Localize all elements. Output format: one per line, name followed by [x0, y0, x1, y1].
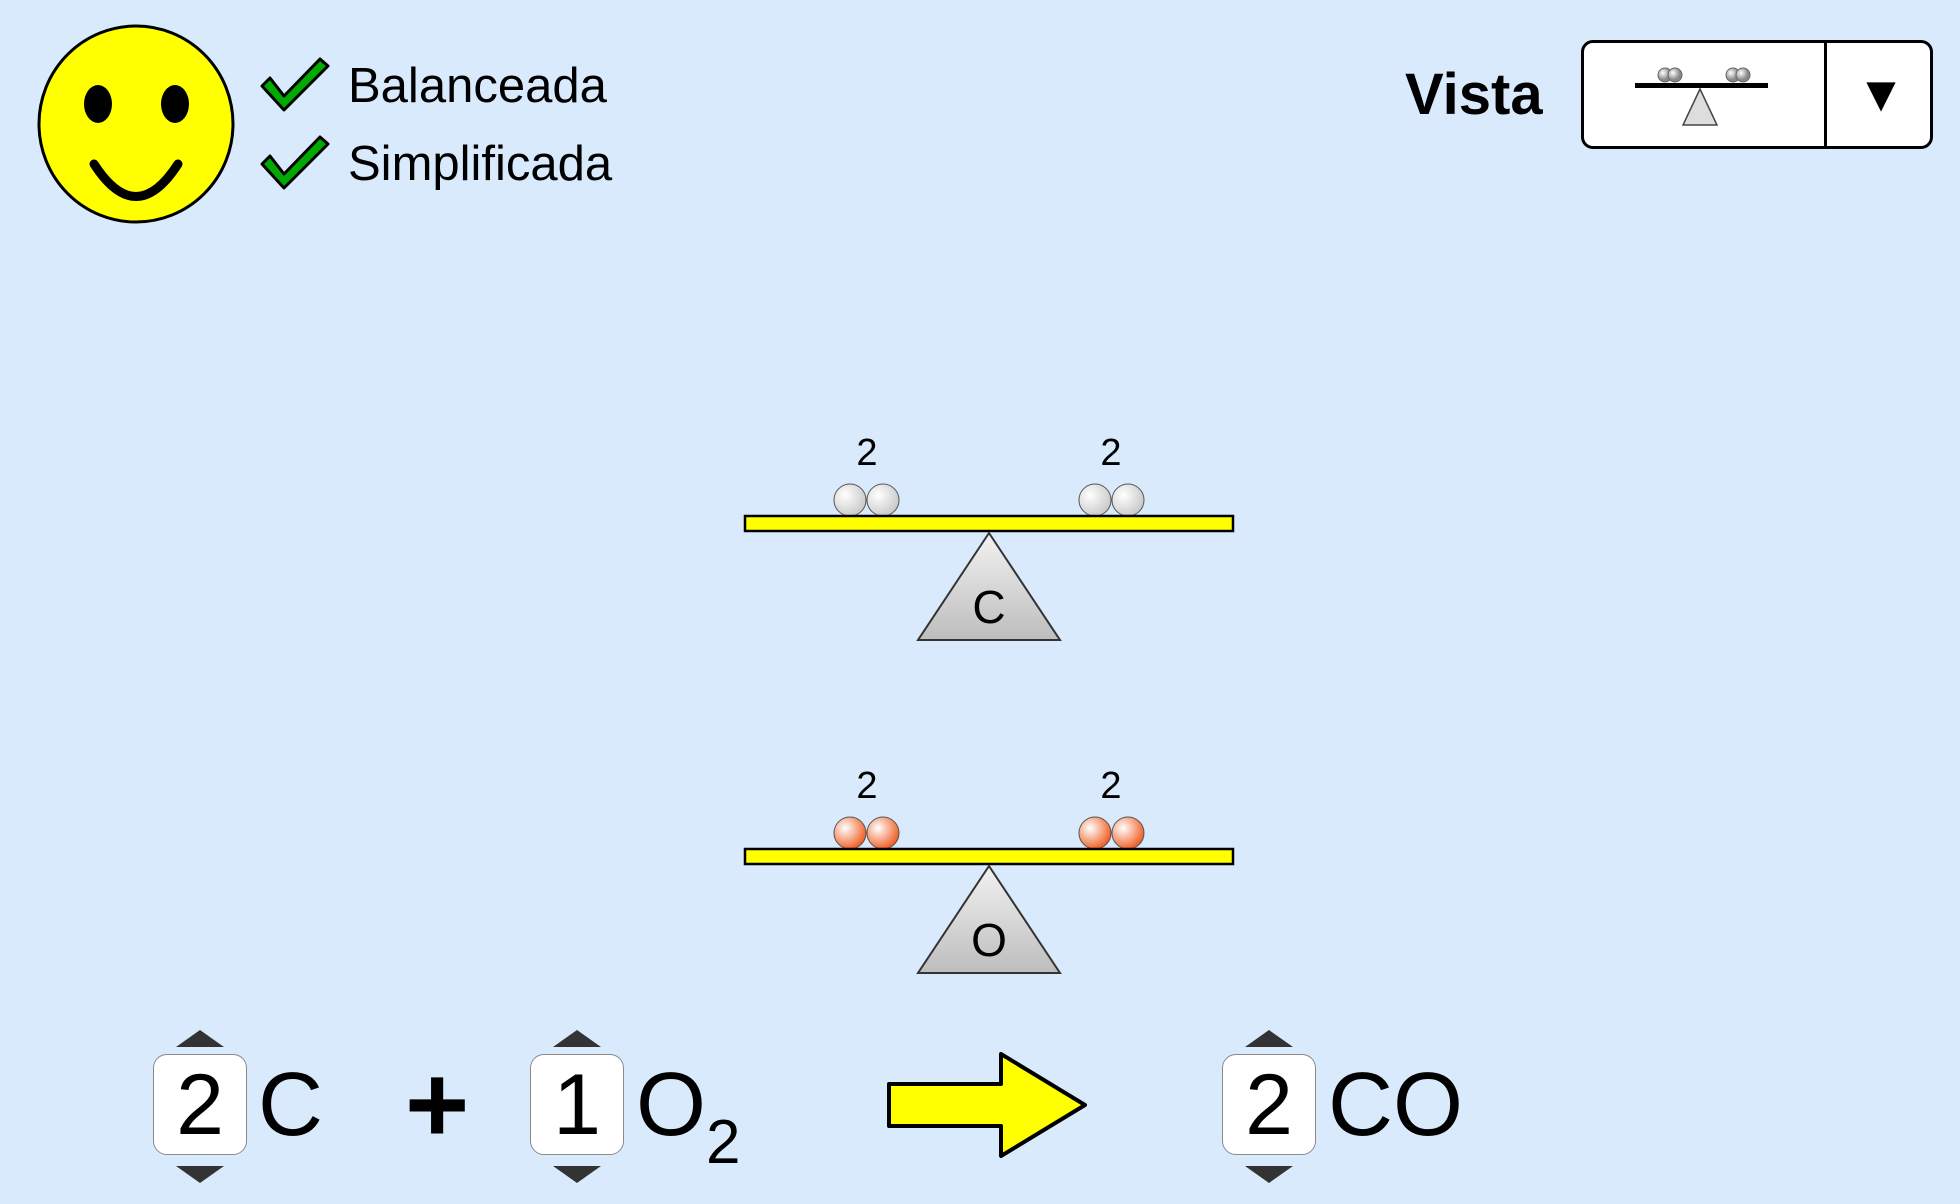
formula-o2: O2	[636, 1055, 741, 1174]
right-count: 2	[1100, 432, 1122, 474]
increase-coefficient-o2[interactable]	[553, 1030, 601, 1047]
coefficient-c-field[interactable]: 2	[153, 1054, 247, 1155]
decrease-coefficient-o2[interactable]	[553, 1166, 601, 1183]
atom-icon	[833, 816, 867, 850]
balance-scale-o: 2 2 O	[740, 763, 1240, 983]
decrease-coefficient-c[interactable]	[176, 1166, 224, 1183]
balance-beam	[743, 847, 1235, 866]
reaction-arrow-icon	[887, 1052, 1087, 1158]
formula-c: C	[258, 1055, 323, 1155]
balance-scale-view-icon	[1635, 67, 1768, 126]
increase-coefficient-c[interactable]	[176, 1030, 224, 1047]
atom-icon	[833, 483, 867, 517]
view-dropdown[interactable]: ▼	[1581, 40, 1933, 149]
atom-icon	[1111, 816, 1145, 850]
dropdown-divider	[1824, 43, 1827, 146]
formula-o2-subscript: 2	[706, 1108, 741, 1177]
check-icon	[260, 57, 330, 112]
left-count: 2	[856, 432, 878, 474]
formula-co: CO	[1328, 1055, 1463, 1155]
right-count: 2	[1100, 765, 1122, 807]
decrease-coefficient-co[interactable]	[1245, 1166, 1293, 1183]
balance-beam	[743, 514, 1235, 533]
atom-icon	[866, 483, 900, 517]
coefficient-o2-field[interactable]: 1	[530, 1054, 624, 1155]
plus-sign: +	[405, 1043, 470, 1166]
smiley-face-icon	[37, 24, 235, 224]
element-label: O	[971, 914, 1007, 966]
left-count: 2	[856, 765, 878, 807]
atom-icon	[1078, 816, 1112, 850]
increase-coefficient-co[interactable]	[1245, 1030, 1293, 1047]
element-label: C	[972, 581, 1006, 633]
balance-scale-c: 2 2 C	[740, 430, 1240, 650]
coefficient-co-field[interactable]: 2	[1222, 1054, 1316, 1155]
simplified-status: Simplificada	[348, 137, 613, 191]
balanced-status: Balanceada	[348, 59, 607, 113]
formula-o2-text: O	[636, 1055, 707, 1155]
chevron-down-icon[interactable]: ▼	[1856, 66, 1906, 122]
atom-icon	[866, 816, 900, 850]
view-label: Vista	[1405, 62, 1543, 127]
atom-icon	[1111, 483, 1145, 517]
check-icon	[260, 135, 330, 190]
formula-co-text: CO	[1328, 1055, 1463, 1155]
formula-c-text: C	[258, 1055, 323, 1155]
fulcrum-icon	[916, 864, 1062, 974]
fulcrum-icon	[916, 531, 1062, 641]
atom-icon	[1078, 483, 1112, 517]
